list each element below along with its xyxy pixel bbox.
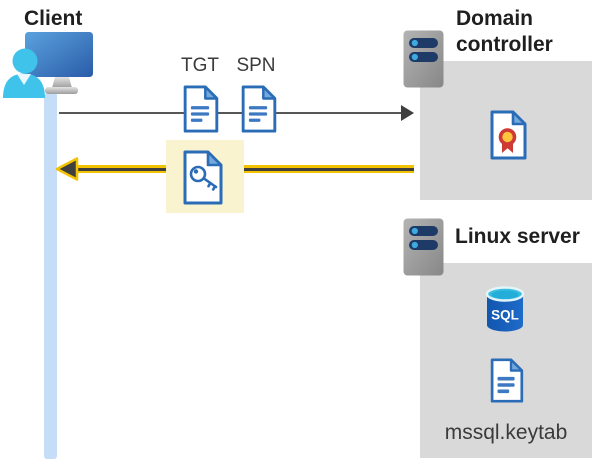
user-icon xyxy=(3,48,45,98)
client-lifeline xyxy=(44,94,57,459)
sql-database-icon: SQL xyxy=(485,286,525,332)
linux-server-icon xyxy=(403,218,444,276)
linux-server-title: Linux server xyxy=(455,225,580,248)
spn-label: SPN xyxy=(236,55,276,76)
session-key-ticket-icon xyxy=(183,150,223,205)
request-arrow-line xyxy=(59,112,403,114)
certificate-icon xyxy=(490,110,527,160)
sql-label: SQL xyxy=(491,308,519,323)
spn-ticket-icon xyxy=(241,85,277,133)
domain-controller-title: Domain controller xyxy=(456,7,553,56)
request-arrow-head xyxy=(401,105,414,121)
monitor-icon xyxy=(25,32,93,94)
response-arrow-head xyxy=(55,157,79,181)
keytab-file-icon xyxy=(490,358,524,403)
client-workstation-icon xyxy=(3,32,93,98)
domain-controller-server-icon xyxy=(403,30,444,88)
client-title: Client xyxy=(24,7,83,30)
keytab-filename: mssql.keytab xyxy=(444,421,568,444)
tgt-ticket-icon xyxy=(183,85,219,133)
tgt-label: TGT xyxy=(181,55,219,76)
key-icon xyxy=(189,165,218,191)
